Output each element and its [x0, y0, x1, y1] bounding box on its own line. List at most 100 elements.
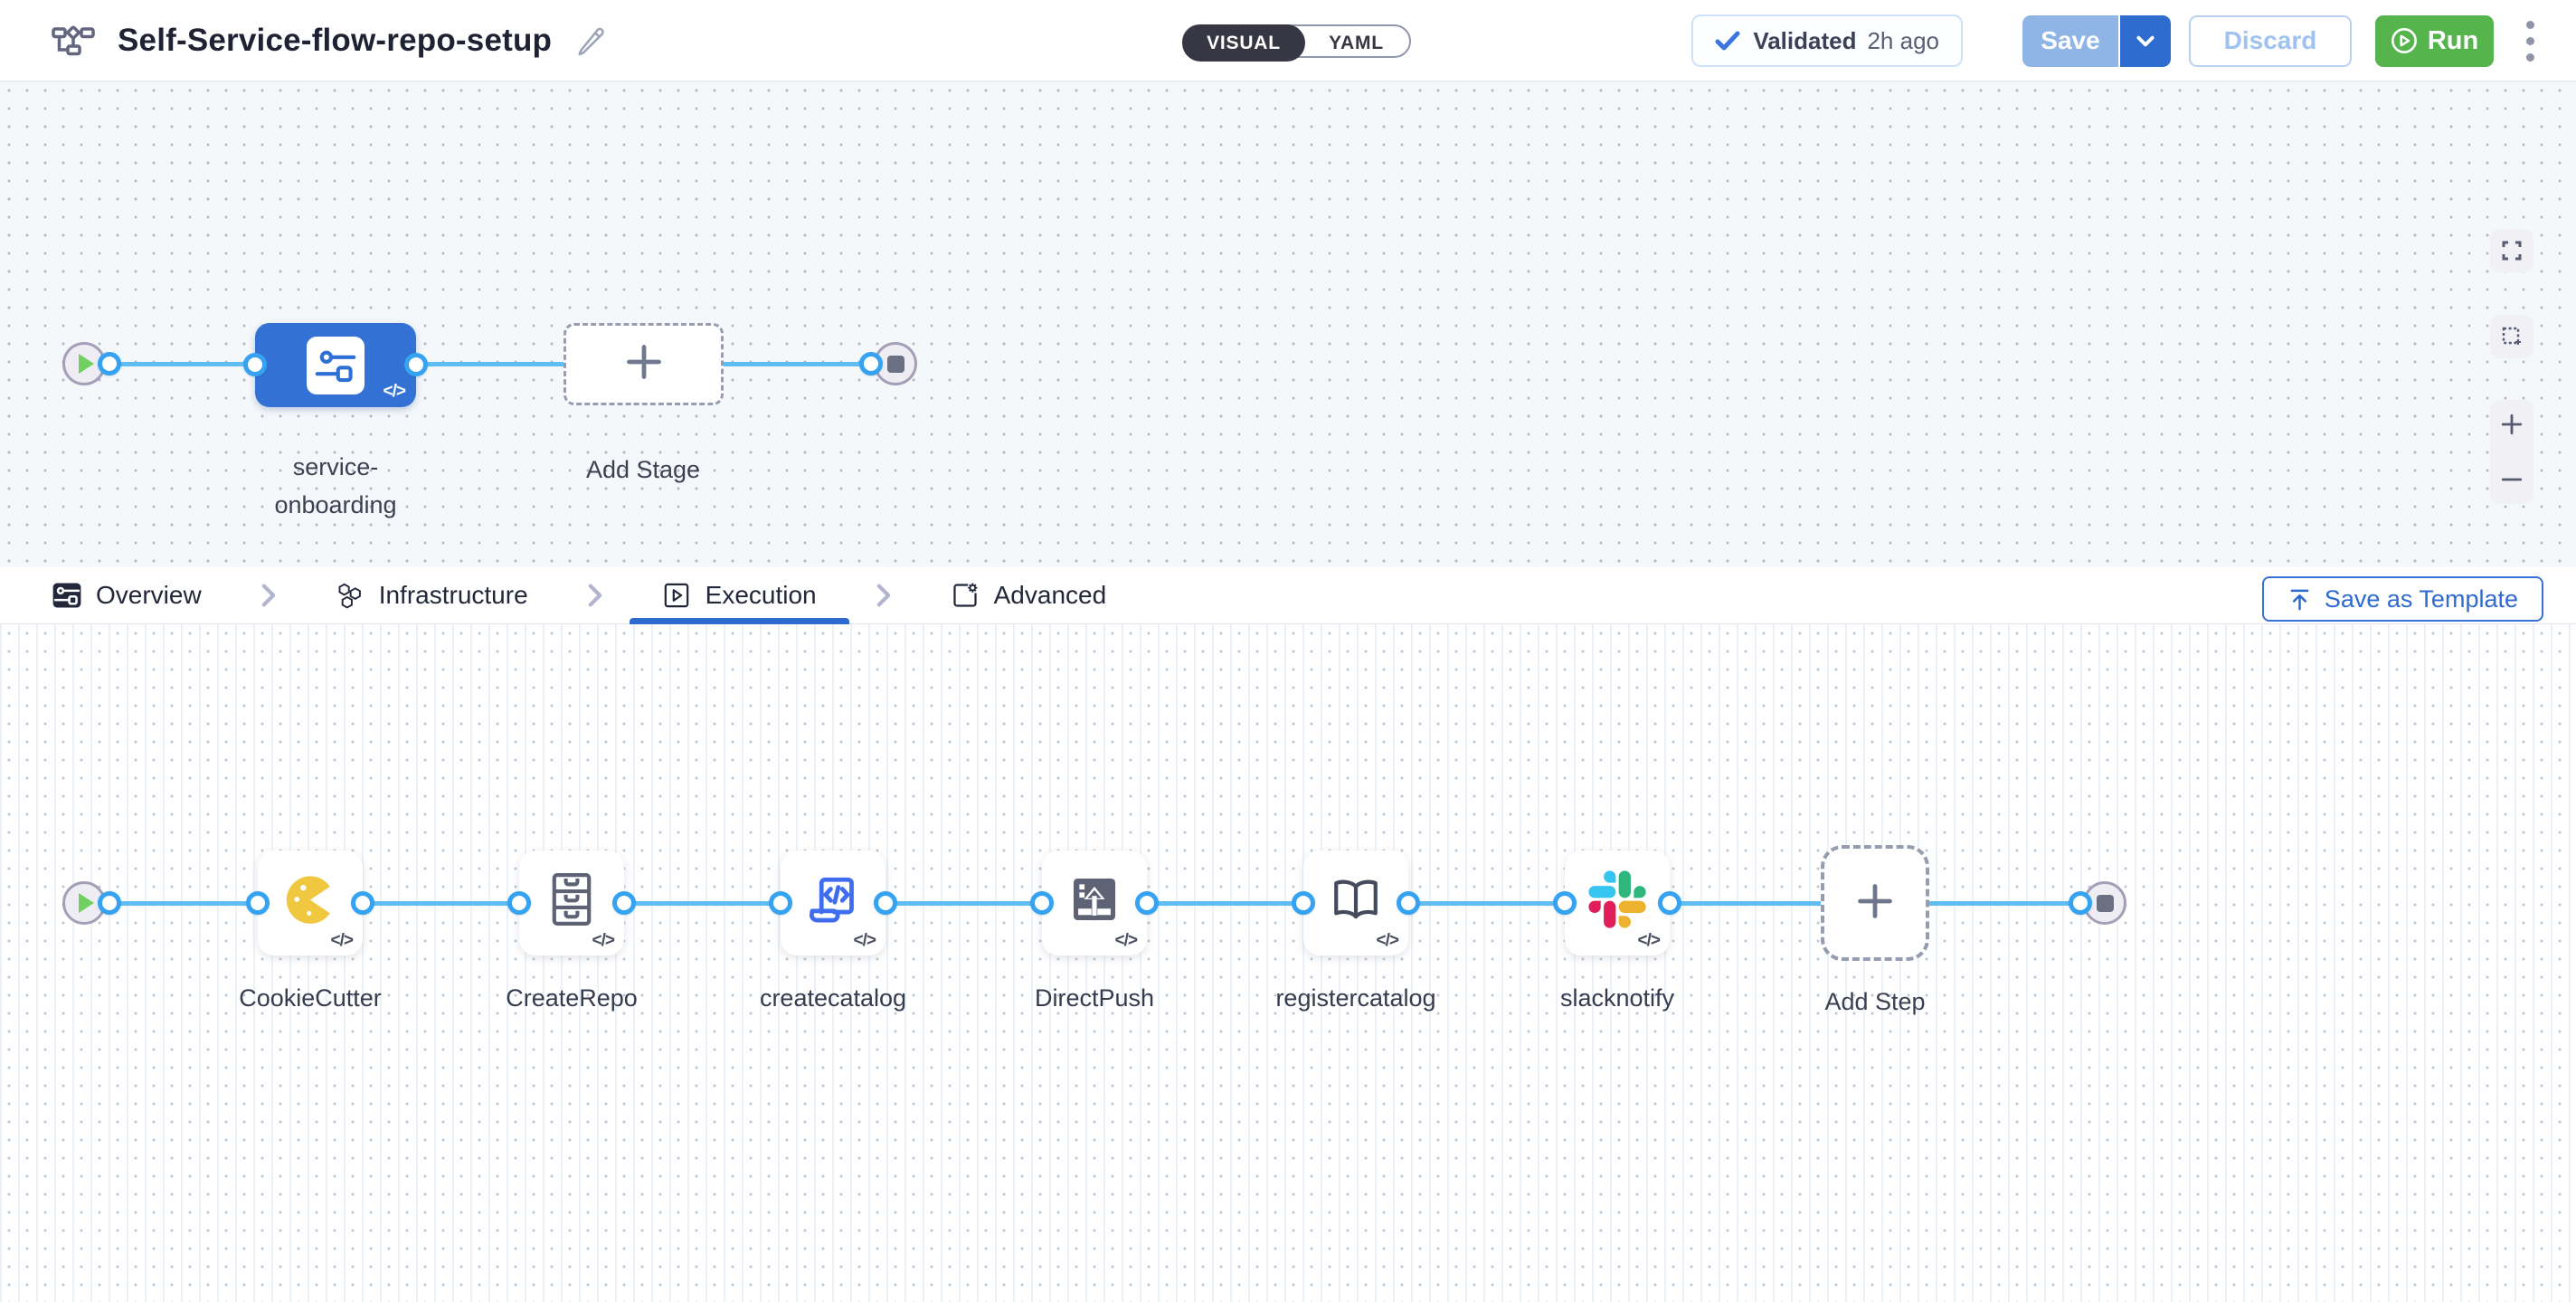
tab-label: Advanced	[994, 581, 1107, 610]
tab-icon	[662, 581, 691, 610]
add-step-label: Add Step	[1785, 983, 1965, 1021]
step-node-slacknotify[interactable]: </> slacknotify	[1565, 851, 1670, 955]
zoom-in-icon[interactable]	[2500, 413, 2524, 436]
port[interactable]	[1658, 891, 1681, 915]
port[interactable]	[351, 891, 374, 915]
save-button[interactable]: Save	[2022, 15, 2118, 67]
run-label: Run	[2428, 26, 2478, 56]
step-card[interactable]: </>	[1042, 851, 1147, 955]
toggle-yaml[interactable]: YAML	[1303, 26, 1409, 60]
check-icon	[1715, 30, 1740, 52]
step-card[interactable]: </>	[258, 851, 363, 955]
step-node-DirectPush[interactable]: </> DirectPush	[1042, 851, 1147, 955]
step-label: DirectPush	[959, 984, 1230, 1012]
port[interactable]	[874, 891, 897, 915]
validated-badge[interactable]: Validated 2h ago	[1691, 14, 1963, 67]
tab-icon	[52, 581, 81, 610]
start-play-icon	[79, 354, 94, 374]
port[interactable]	[859, 352, 883, 375]
code-badge-icon: </>	[854, 931, 876, 951]
add-stage-button[interactable]	[564, 323, 724, 405]
tab-infrastructure[interactable]: Infrastructure	[336, 567, 528, 624]
tab-execution[interactable]: Execution	[662, 567, 817, 624]
toggle-visual[interactable]: VISUAL	[1182, 24, 1305, 62]
tab-label: Execution	[706, 581, 817, 610]
registercatalog-icon	[1327, 870, 1385, 928]
chevron-down-icon	[2134, 29, 2157, 52]
step-node-CookieCutter[interactable]: </> CookieCutter	[258, 851, 363, 955]
step-card[interactable]: </>	[1565, 851, 1670, 955]
step-label: createcatalog	[697, 984, 969, 1012]
execution-canvas[interactable]: </> CookieCutter </> CreateRepo </> crea…	[0, 624, 2576, 1302]
stage-canvas[interactable]: </> service-onboarding Add Stage	[0, 81, 2576, 567]
run-button[interactable]: Run	[2375, 15, 2494, 67]
edit-title-icon[interactable]	[575, 25, 606, 56]
port[interactable]	[98, 352, 121, 375]
save-as-template-label: Save as Template	[2325, 585, 2518, 613]
chevron-right-icon	[875, 584, 893, 607]
code-badge-icon: </>	[592, 931, 614, 951]
port[interactable]	[507, 891, 531, 915]
tab-label: Infrastructure	[379, 581, 528, 610]
code-badge-icon: </>	[1638, 931, 1660, 951]
port[interactable]	[1030, 891, 1054, 915]
tab-overview[interactable]: Overview	[52, 567, 202, 624]
slacknotify-icon	[1588, 870, 1646, 928]
tab-icon	[951, 581, 980, 610]
stage-node-service-onboarding[interactable]: </>	[255, 323, 416, 407]
discard-button[interactable]: Discard	[2189, 15, 2352, 67]
tab-label: Overview	[96, 581, 202, 610]
stage-label: service-onboarding	[259, 448, 412, 524]
validated-time: 2h ago	[1867, 27, 1939, 55]
pipeline-flow-icon	[51, 21, 96, 61]
port[interactable]	[1397, 891, 1420, 915]
port[interactable]	[1553, 891, 1577, 915]
stop-icon	[887, 356, 904, 373]
port[interactable]	[243, 353, 267, 376]
step-card[interactable]: </>	[1303, 851, 1408, 955]
port[interactable]	[404, 353, 428, 376]
step-node-createcatalog[interactable]: </> createcatalog	[781, 851, 886, 955]
play-circle-icon	[2391, 27, 2418, 54]
save-as-template-button[interactable]: Save as Template	[2262, 576, 2543, 622]
tab-icon	[336, 581, 365, 610]
port[interactable]	[1292, 891, 1315, 915]
save-split-button: Save	[2022, 15, 2171, 67]
step-label: registercatalog	[1220, 984, 1492, 1012]
step-card[interactable]: </>	[519, 851, 624, 955]
multi-select-button[interactable]	[2490, 315, 2533, 358]
step-node-registercatalog[interactable]: </> registercatalog	[1303, 851, 1408, 955]
chevron-right-icon	[260, 584, 278, 607]
plus-icon	[1855, 881, 1895, 926]
stage-config-tabs: Overview Infrastructure Execution Advanc…	[0, 567, 2576, 624]
code-badge-icon: </>	[384, 382, 405, 402]
zoom-controls	[2490, 400, 2533, 504]
chevron-right-icon	[586, 584, 604, 607]
fullscreen-button[interactable]	[2490, 229, 2533, 272]
code-badge-icon: </>	[1115, 931, 1137, 951]
step-card[interactable]: </>	[781, 851, 886, 955]
port[interactable]	[2069, 891, 2092, 915]
step-label: CreateRepo	[436, 984, 707, 1012]
more-options-icon[interactable]	[2521, 15, 2540, 67]
port[interactable]	[246, 891, 270, 915]
port[interactable]	[1135, 891, 1159, 915]
step-label: CookieCutter	[175, 984, 446, 1012]
port[interactable]	[769, 891, 792, 915]
createcatalog-icon	[804, 870, 862, 928]
visual-yaml-toggle[interactable]: VISUAL YAML	[1182, 24, 1411, 58]
add-step-button[interactable]	[1821, 845, 1929, 961]
zoom-out-icon[interactable]	[2500, 468, 2524, 491]
port[interactable]	[98, 891, 121, 915]
add-stage-label: Add Stage	[553, 451, 734, 489]
header: Self-Service-flow-repo-setup VISUAL YAML…	[0, 0, 2576, 81]
code-badge-icon: </>	[331, 931, 353, 951]
step-label: slacknotify	[1482, 984, 1753, 1012]
tab-advanced[interactable]: Advanced	[951, 567, 1107, 624]
step-node-CreateRepo[interactable]: </> CreateRepo	[519, 851, 624, 955]
createrepo-icon	[543, 870, 601, 928]
stage-flow-edge	[84, 362, 895, 366]
upload-icon	[2287, 587, 2312, 612]
save-options-button[interactable]	[2118, 15, 2171, 67]
port[interactable]	[612, 891, 636, 915]
